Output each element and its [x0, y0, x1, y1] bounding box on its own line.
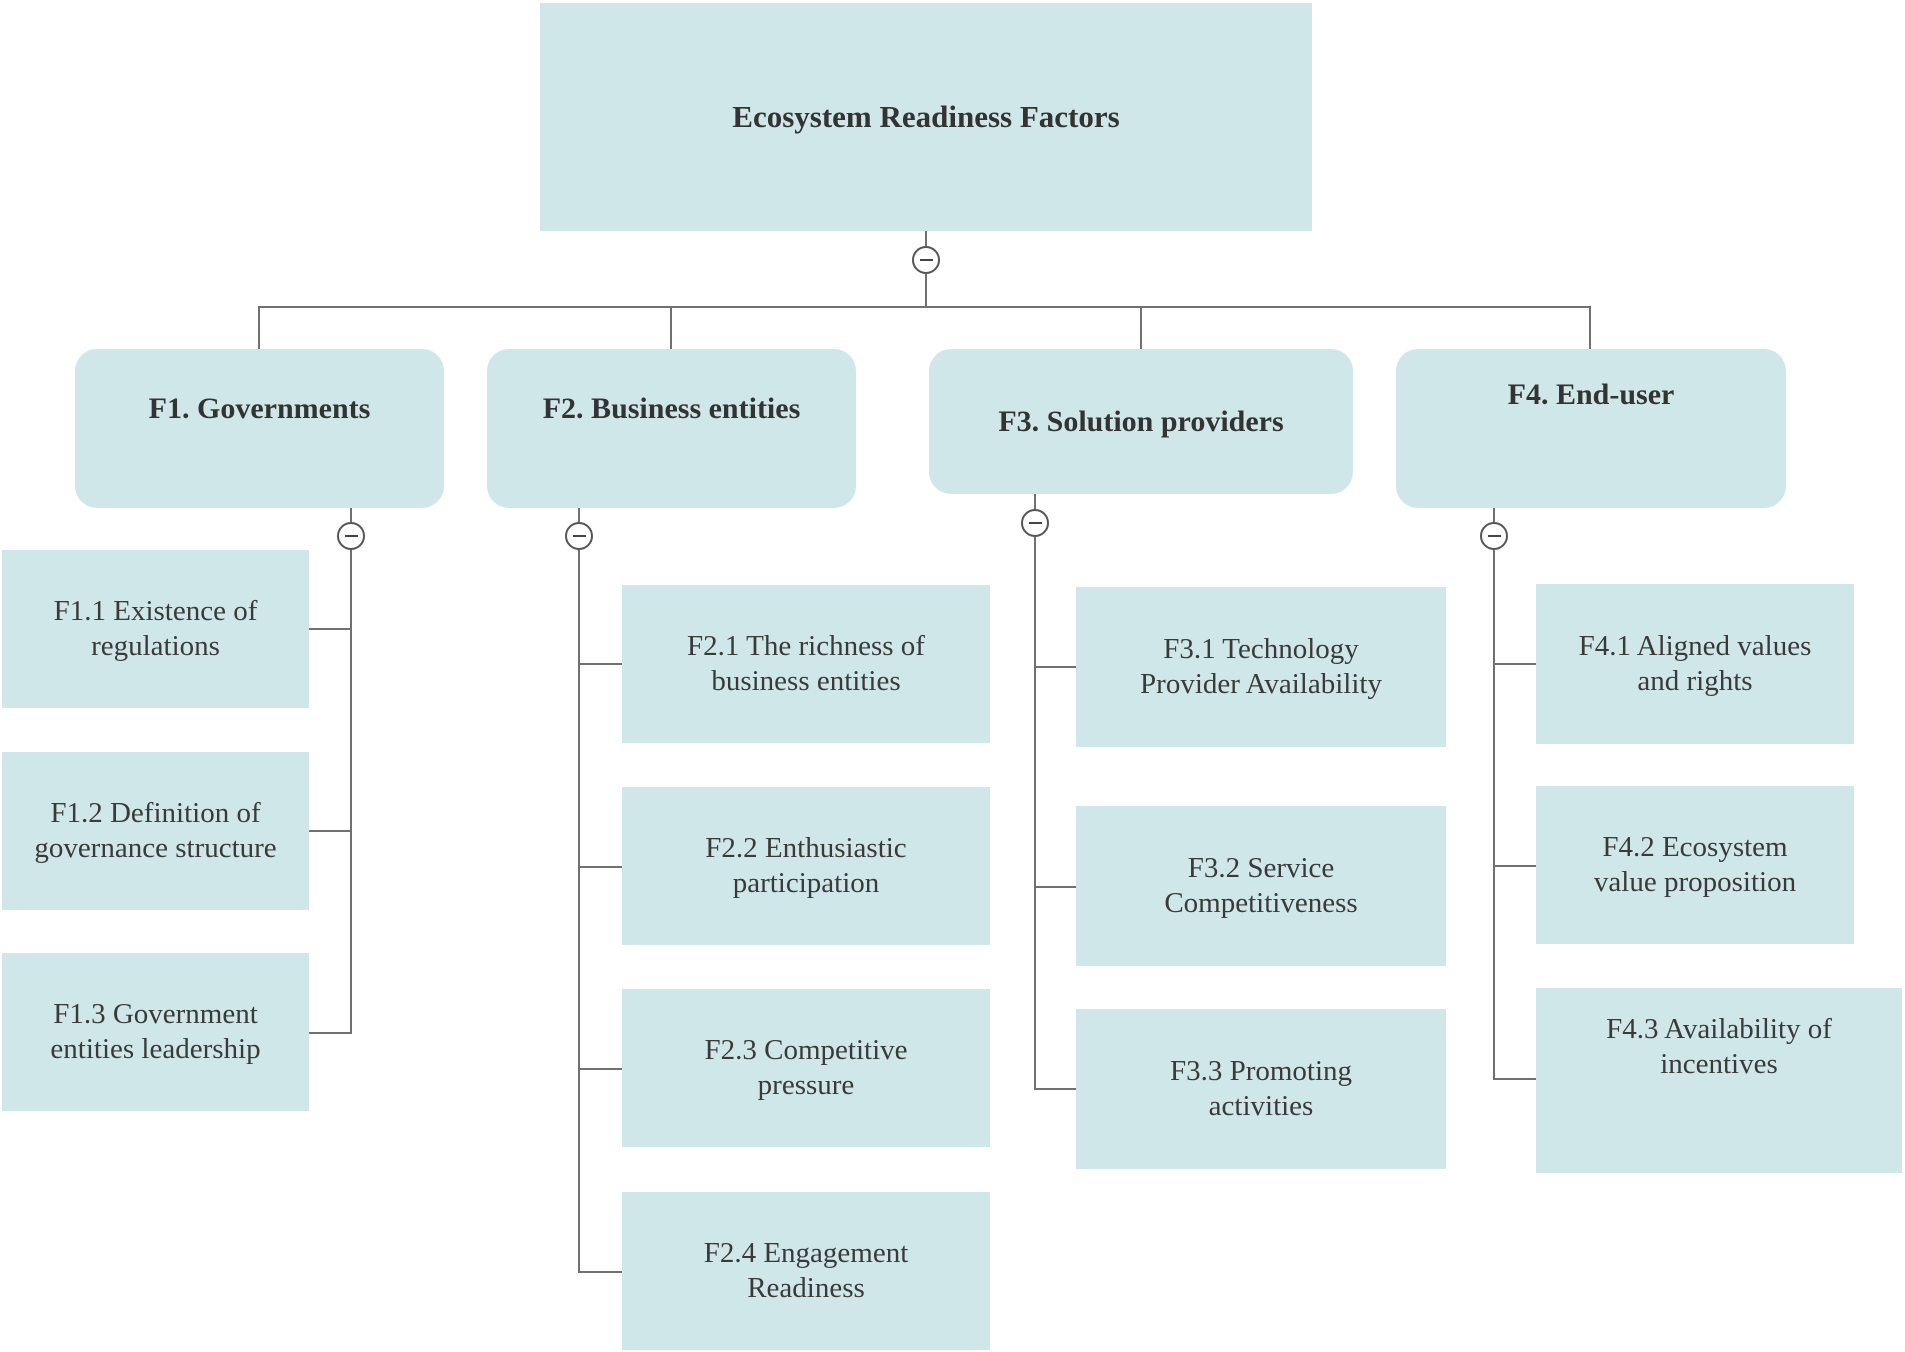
- root-label: Ecosystem Readiness Factors: [732, 99, 1120, 134]
- category-node-f2: F2. Business entities: [487, 349, 856, 508]
- connector: [1493, 663, 1536, 665]
- factor-label-line: F3.3 Promoting: [1169, 1055, 1353, 1087]
- factor-label-line: F3.2 Service: [1187, 852, 1335, 884]
- connector: [258, 306, 260, 349]
- collapse-minus-icon[interactable]: [565, 522, 593, 550]
- connector: [578, 866, 622, 868]
- connector: [1034, 886, 1076, 888]
- category-label: F3. Solution providers: [998, 404, 1284, 438]
- factor-label-line: participation: [732, 867, 880, 899]
- connector: [1034, 494, 1036, 1090]
- factor-label-line: F1.3 Government: [53, 998, 258, 1030]
- factor-label-line: Provider Availability: [1140, 668, 1382, 700]
- connector: [1034, 666, 1076, 668]
- connector: [309, 628, 352, 630]
- factor-label-line: entities leadership: [50, 1033, 261, 1065]
- connector: [1589, 306, 1591, 349]
- root-node: Ecosystem Readiness Factors: [540, 3, 1312, 231]
- collapse-minus-icon[interactable]: [1480, 522, 1508, 550]
- factor-label-line: F2.1 The richness of: [687, 630, 925, 662]
- factor-label-line: business entities: [711, 665, 901, 697]
- connector: [1034, 1088, 1076, 1090]
- connector: [258, 306, 1591, 308]
- factor-label-line: activities: [1208, 1090, 1314, 1122]
- connector: [578, 1271, 622, 1273]
- factor-label-line: Competitiveness: [1164, 887, 1358, 919]
- factor-label-line: incentives: [1660, 1048, 1778, 1080]
- factor-label-line: F4.3 Availability of: [1606, 1013, 1832, 1045]
- connector: [578, 1068, 622, 1070]
- connector: [1493, 865, 1536, 867]
- category-label: F1. Governments: [148, 392, 371, 425]
- connector: [670, 306, 672, 349]
- category-node-f1: F1. Governments: [75, 349, 444, 508]
- category-label: F2. Business entities: [542, 392, 801, 425]
- factor-label-line: governance structure: [34, 832, 277, 864]
- connector: [1493, 1078, 1536, 1080]
- connector: [350, 508, 352, 1034]
- connector: [309, 830, 352, 832]
- category-node-f3: F3. Solution providers: [929, 349, 1353, 494]
- factor-label-line: regulations: [91, 630, 220, 662]
- connector: [309, 1032, 352, 1034]
- minus-glyph: [1487, 534, 1501, 538]
- collapse-minus-icon[interactable]: [912, 246, 940, 274]
- minus-glyph: [1028, 521, 1042, 525]
- factor-label-line: F4.2 Ecosystem: [1602, 831, 1788, 863]
- factor-label-line: Readiness: [747, 1272, 865, 1304]
- factor-label-line: pressure: [757, 1069, 855, 1101]
- minus-glyph: [572, 534, 586, 538]
- factor-label-line: value proposition: [1593, 866, 1797, 898]
- connector: [1493, 508, 1495, 1080]
- connector: [578, 508, 580, 1273]
- factor-label-line: F2.4 Engagement: [703, 1237, 909, 1269]
- factor-label-line: F4.1 Aligned values: [1578, 630, 1812, 662]
- minus-glyph: [344, 534, 358, 538]
- factor-label-line: F2.3 Competitive: [704, 1034, 908, 1066]
- factor-label-line: F1.1 Existence of: [53, 595, 258, 627]
- factor-label-line: and rights: [1637, 665, 1753, 697]
- connector: [578, 663, 622, 665]
- category-node-f4: F4. End-user: [1396, 349, 1786, 508]
- factor-label-line: F1.2 Definition of: [50, 797, 261, 829]
- collapse-minus-icon[interactable]: [1021, 509, 1049, 537]
- minus-glyph: [919, 258, 933, 262]
- category-label: F4. End-user: [1507, 378, 1675, 411]
- collapse-minus-icon[interactable]: [337, 522, 365, 550]
- connector: [1140, 306, 1142, 349]
- factor-label-line: F2.2 Enthusiastic: [705, 832, 907, 864]
- factor-label-line: F3.1 Technology: [1163, 633, 1359, 665]
